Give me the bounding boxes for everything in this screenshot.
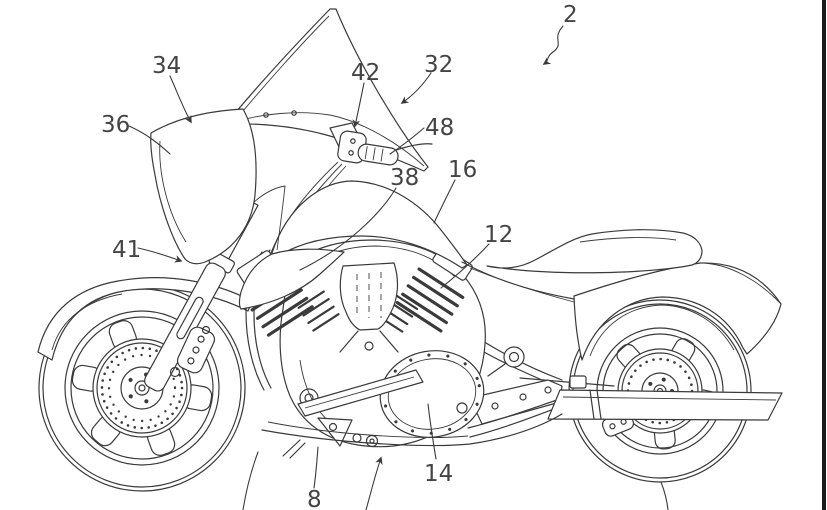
callout-36: 36 [101, 112, 130, 138]
leader-48 [389, 127, 425, 155]
muffler [547, 389, 783, 421]
leader-14 [427, 403, 437, 460]
front-brake-caliper [176, 326, 216, 374]
rear-bodywork [573, 262, 782, 361]
leader-38 [299, 187, 397, 271]
leader-41 [137, 247, 183, 263]
front-side-panel [238, 248, 345, 310]
callout-14: 14 [424, 461, 453, 487]
fairing [150, 108, 257, 265]
page-border [822, 0, 826, 510]
seat [486, 229, 703, 274]
throttle-grip [357, 143, 399, 166]
leader-bottom-arrow [365, 456, 383, 510]
side-stand [282, 439, 306, 459]
leader-front-wheel [242, 451, 259, 510]
seat-seam [579, 237, 677, 243]
callout-12: 12 [484, 222, 513, 248]
highway-peg [487, 346, 525, 377]
callout-41: 41 [112, 237, 141, 263]
leader-lines [128, 25, 669, 510]
floorboard [261, 369, 563, 459]
leader-rear-wheel [660, 481, 669, 510]
callout-38: 38 [390, 165, 419, 191]
front-fender [37, 277, 253, 361]
callout-48: 48 [425, 115, 454, 141]
leader-12 [440, 243, 490, 289]
callout-16: 16 [448, 157, 477, 183]
callouts: 2 34 36 42 32 48 38 16 12 41 14 8 [101, 2, 578, 510]
leader-36 [128, 125, 171, 155]
callout-8: 8 [307, 487, 322, 510]
handlebar [329, 122, 433, 166]
leader-8 [313, 446, 319, 489]
airbox [339, 262, 399, 331]
windshield [225, 8, 429, 172]
leader-32 [400, 72, 432, 104]
callout-42: 42 [351, 60, 380, 86]
leader-34 [169, 75, 192, 124]
leader-42 [352, 82, 365, 128]
saddlebag [573, 262, 782, 361]
callout-34: 34 [152, 53, 181, 79]
leader-16 [433, 179, 456, 224]
steering-head-cover [241, 185, 286, 251]
wheel-arch [589, 304, 735, 357]
header-pipe [467, 398, 561, 429]
brake-lever [395, 143, 433, 151]
callout-32: 32 [424, 52, 453, 78]
exhaust [467, 375, 783, 438]
callout-2: 2 [563, 2, 578, 28]
lower-frame-rail [261, 413, 563, 447]
leader-2 [542, 25, 564, 65]
